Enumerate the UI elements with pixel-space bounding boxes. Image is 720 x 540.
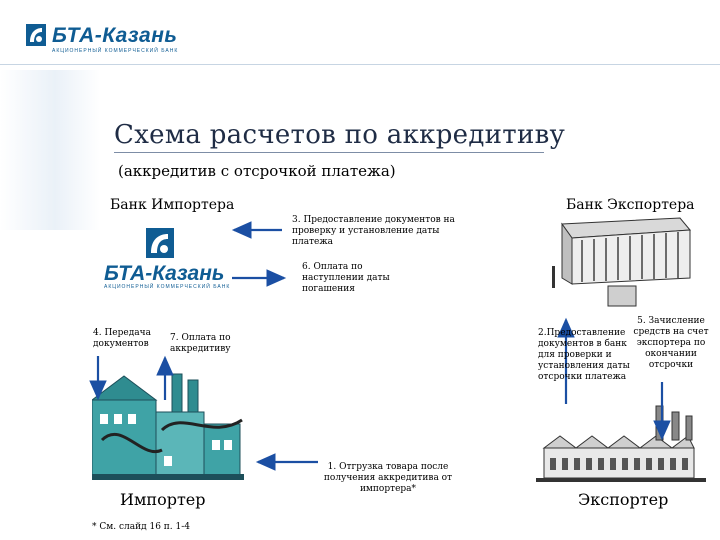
footnote: * См. слайд 16 п. 1-4 — [92, 522, 191, 532]
exporter-factory-icon — [536, 405, 706, 482]
importer-label: Импортер — [120, 490, 206, 509]
importer-bank-label: Банк Импортера — [110, 197, 235, 213]
step2-note: 2.Предоставление документов в банк для п… — [538, 328, 630, 382]
importer-bank-logo-icon — [146, 228, 174, 258]
importer-factory-icon — [92, 373, 244, 480]
exporter-bank-building-icon — [552, 217, 692, 307]
title-underline — [114, 152, 544, 153]
exporter-bank-label: Банк Экспортера — [566, 197, 695, 213]
decorative-band — [0, 70, 100, 230]
header-logo-text: БТА-Казань — [52, 24, 178, 47]
importer-bank-logo-subtitle: АКЦИОНЕРНЫЙ КОММЕРЧЕСКИЙ БАНК — [104, 284, 231, 290]
step7-note: 7. Оплата по аккредитиву — [170, 333, 231, 354]
page-subtitle: (аккредитив с отсрочкой платежа) — [118, 162, 396, 180]
header-logo-subtitle: АКЦИОНЕРНЫЙ КОММЕРЧЕСКИЙ БАНК — [52, 48, 179, 54]
page-title: Схема расчетов по аккредитиву — [114, 120, 566, 150]
step1-note: 1. Отгрузка товара после получения аккре… — [323, 462, 453, 494]
step5-note: 5. Зачисление средств на счет экспортера… — [633, 316, 709, 370]
bank-logo-icon — [26, 24, 46, 46]
step6-note: 6. Оплата по наступлении даты погашения — [302, 262, 390, 294]
importer-bank-logo-text: БТА-Казань — [104, 262, 225, 285]
step3-note: 3. Предоставление документов на проверку… — [292, 215, 455, 247]
step4-note: 4. Передача документов — [93, 328, 151, 349]
exporter-label: Экспортер — [578, 490, 669, 509]
header-divider — [0, 64, 720, 65]
